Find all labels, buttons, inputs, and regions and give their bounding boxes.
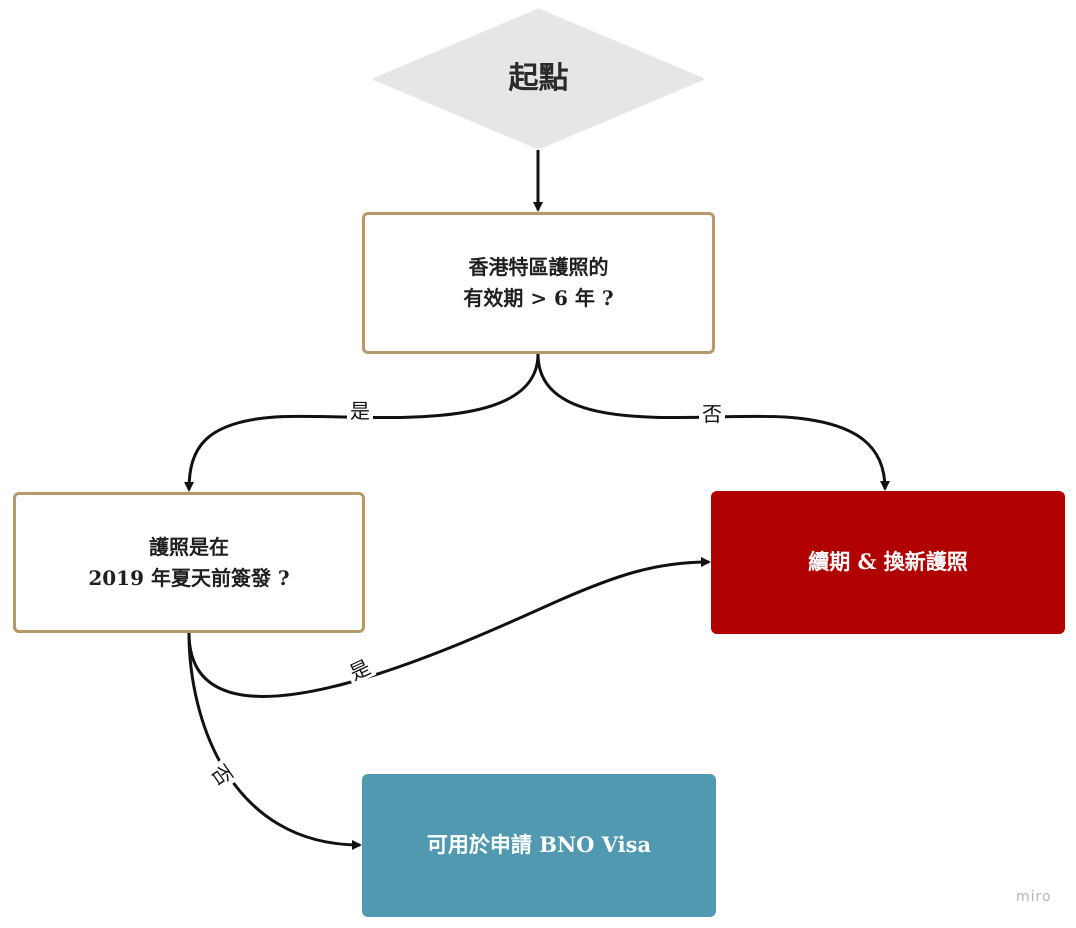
- renew-passport-node[interactable]: 續期 & 換新護照: [711, 491, 1065, 634]
- bno-visa-label: 可用於申請 BNO Visa: [426, 832, 652, 858]
- question-issue-date[interactable]: 護照是在 2019 年夏天前簽發 ?: [13, 492, 365, 633]
- question-passport-validity-label: 香港特區護照的 有效期 > 6 年 ?: [463, 255, 614, 310]
- edge-q1-yes-to-q2: [184, 353, 540, 492]
- renew-passport-label: 續期 & 換新護照: [808, 549, 968, 575]
- question-issue-date-label: 護照是在 2019 年夏天前簽發 ?: [88, 534, 290, 590]
- edge-q2-no-to-bno: [187, 632, 362, 850]
- edge-label-q1-yes: 是: [347, 400, 373, 422]
- start-diamond-shape: [373, 8, 704, 150]
- edge-q1-no-to-renew: [536, 353, 890, 491]
- edge-label-q1-no: 否: [699, 403, 725, 425]
- start-label: 起點: [508, 60, 569, 96]
- start-node[interactable]: 起點: [370, 8, 707, 150]
- miro-watermark: miro: [1016, 889, 1052, 905]
- question-passport-validity[interactable]: 香港特區護照的 有效期 > 6 年 ?: [362, 212, 715, 354]
- bno-visa-node[interactable]: 可用於申請 BNO Visa: [362, 774, 716, 917]
- edge-q2-yes-to-renew: [187, 557, 711, 698]
